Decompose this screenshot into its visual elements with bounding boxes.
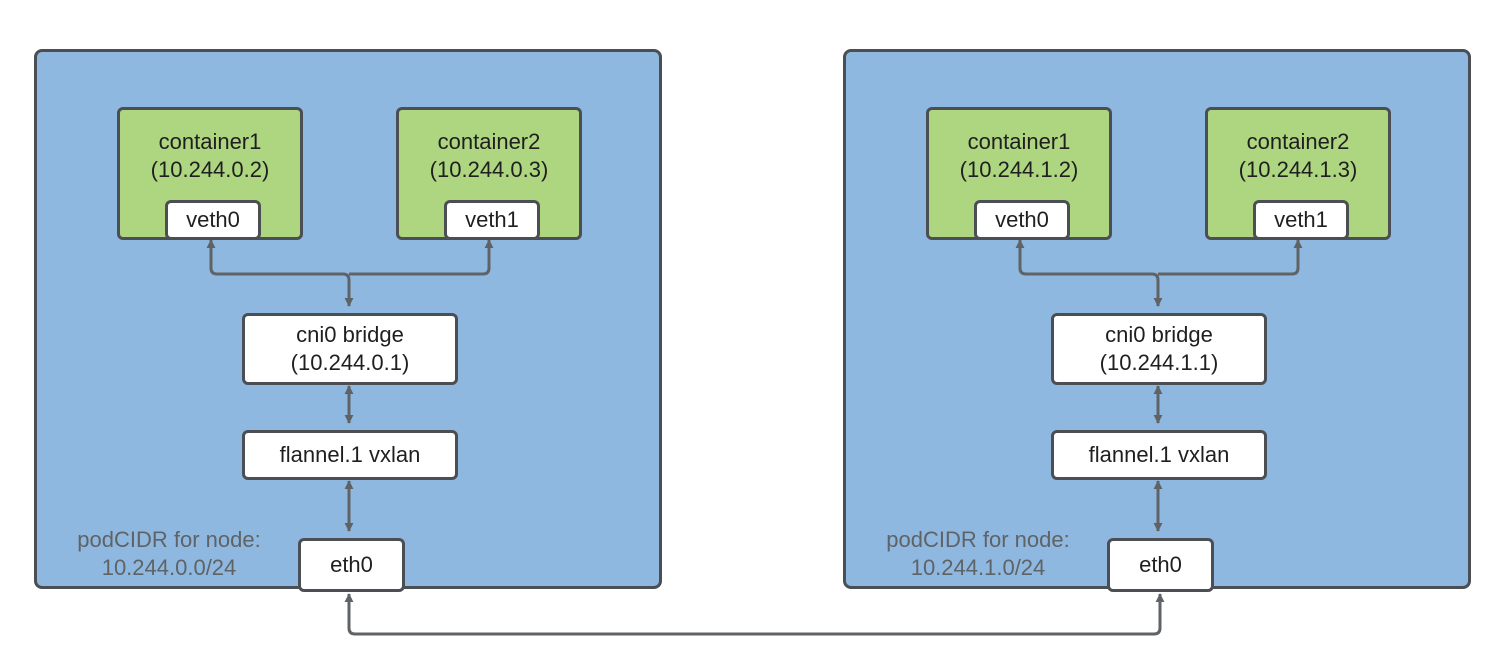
container-box-2: container2 (10.244.0.3) veth1 <box>396 107 582 240</box>
cni0-bridge: cni0 bridge (10.244.1.1) <box>1051 313 1267 385</box>
podcidr-value: 10.244.1.0/24 <box>910 555 1046 580</box>
podcidr-value: 10.244.0.0/24 <box>101 555 237 580</box>
eth0-interface: eth0 <box>1107 538 1214 592</box>
veth-interface: veth0 <box>974 200 1070 240</box>
link-eth0-to-eth0 <box>344 593 1165 636</box>
bridge-label: cni0 bridge <box>1105 322 1213 347</box>
podcidr-label: podCIDR for node: 10.244.0.0/24 <box>59 526 279 582</box>
cni0-bridge: cni0 bridge (10.244.0.1) <box>242 313 458 385</box>
container-ip: (10.244.0.2) <box>150 157 270 182</box>
container-box-1: container1 (10.244.0.2) veth0 <box>117 107 303 240</box>
container-name: container1 <box>158 129 262 154</box>
bridge-ip: (10.244.0.1) <box>290 350 410 375</box>
bridge-ip: (10.244.1.1) <box>1099 350 1219 375</box>
veth-interface: veth1 <box>444 200 540 240</box>
container-name: container2 <box>437 129 541 154</box>
container-box-2: container2 (10.244.1.3) veth1 <box>1205 107 1391 240</box>
container-name: container1 <box>967 129 1071 154</box>
flannel-vxlan: flannel.1 vxlan <box>1051 430 1267 480</box>
podcidr-label: podCIDR for node: 10.244.1.0/24 <box>868 526 1088 582</box>
podcidr-title: podCIDR for node: <box>886 527 1070 552</box>
container-name: container2 <box>1246 129 1350 154</box>
container-box-1: container1 (10.244.1.2) veth0 <box>926 107 1112 240</box>
flannel-vxlan: flannel.1 vxlan <box>242 430 458 480</box>
podcidr-title: podCIDR for node: <box>77 527 261 552</box>
eth0-interface: eth0 <box>298 538 405 592</box>
container-ip: (10.244.0.3) <box>429 157 549 182</box>
veth-interface: veth1 <box>1253 200 1349 240</box>
container-ip: (10.244.1.3) <box>1238 157 1358 182</box>
container-ip: (10.244.1.2) <box>959 157 1079 182</box>
node-2: container1 (10.244.1.2) veth0 container2… <box>843 49 1471 592</box>
bridge-label: cni0 bridge <box>296 322 404 347</box>
node-1: container1 (10.244.0.2) veth0 container2… <box>34 49 662 592</box>
veth-interface: veth0 <box>165 200 261 240</box>
